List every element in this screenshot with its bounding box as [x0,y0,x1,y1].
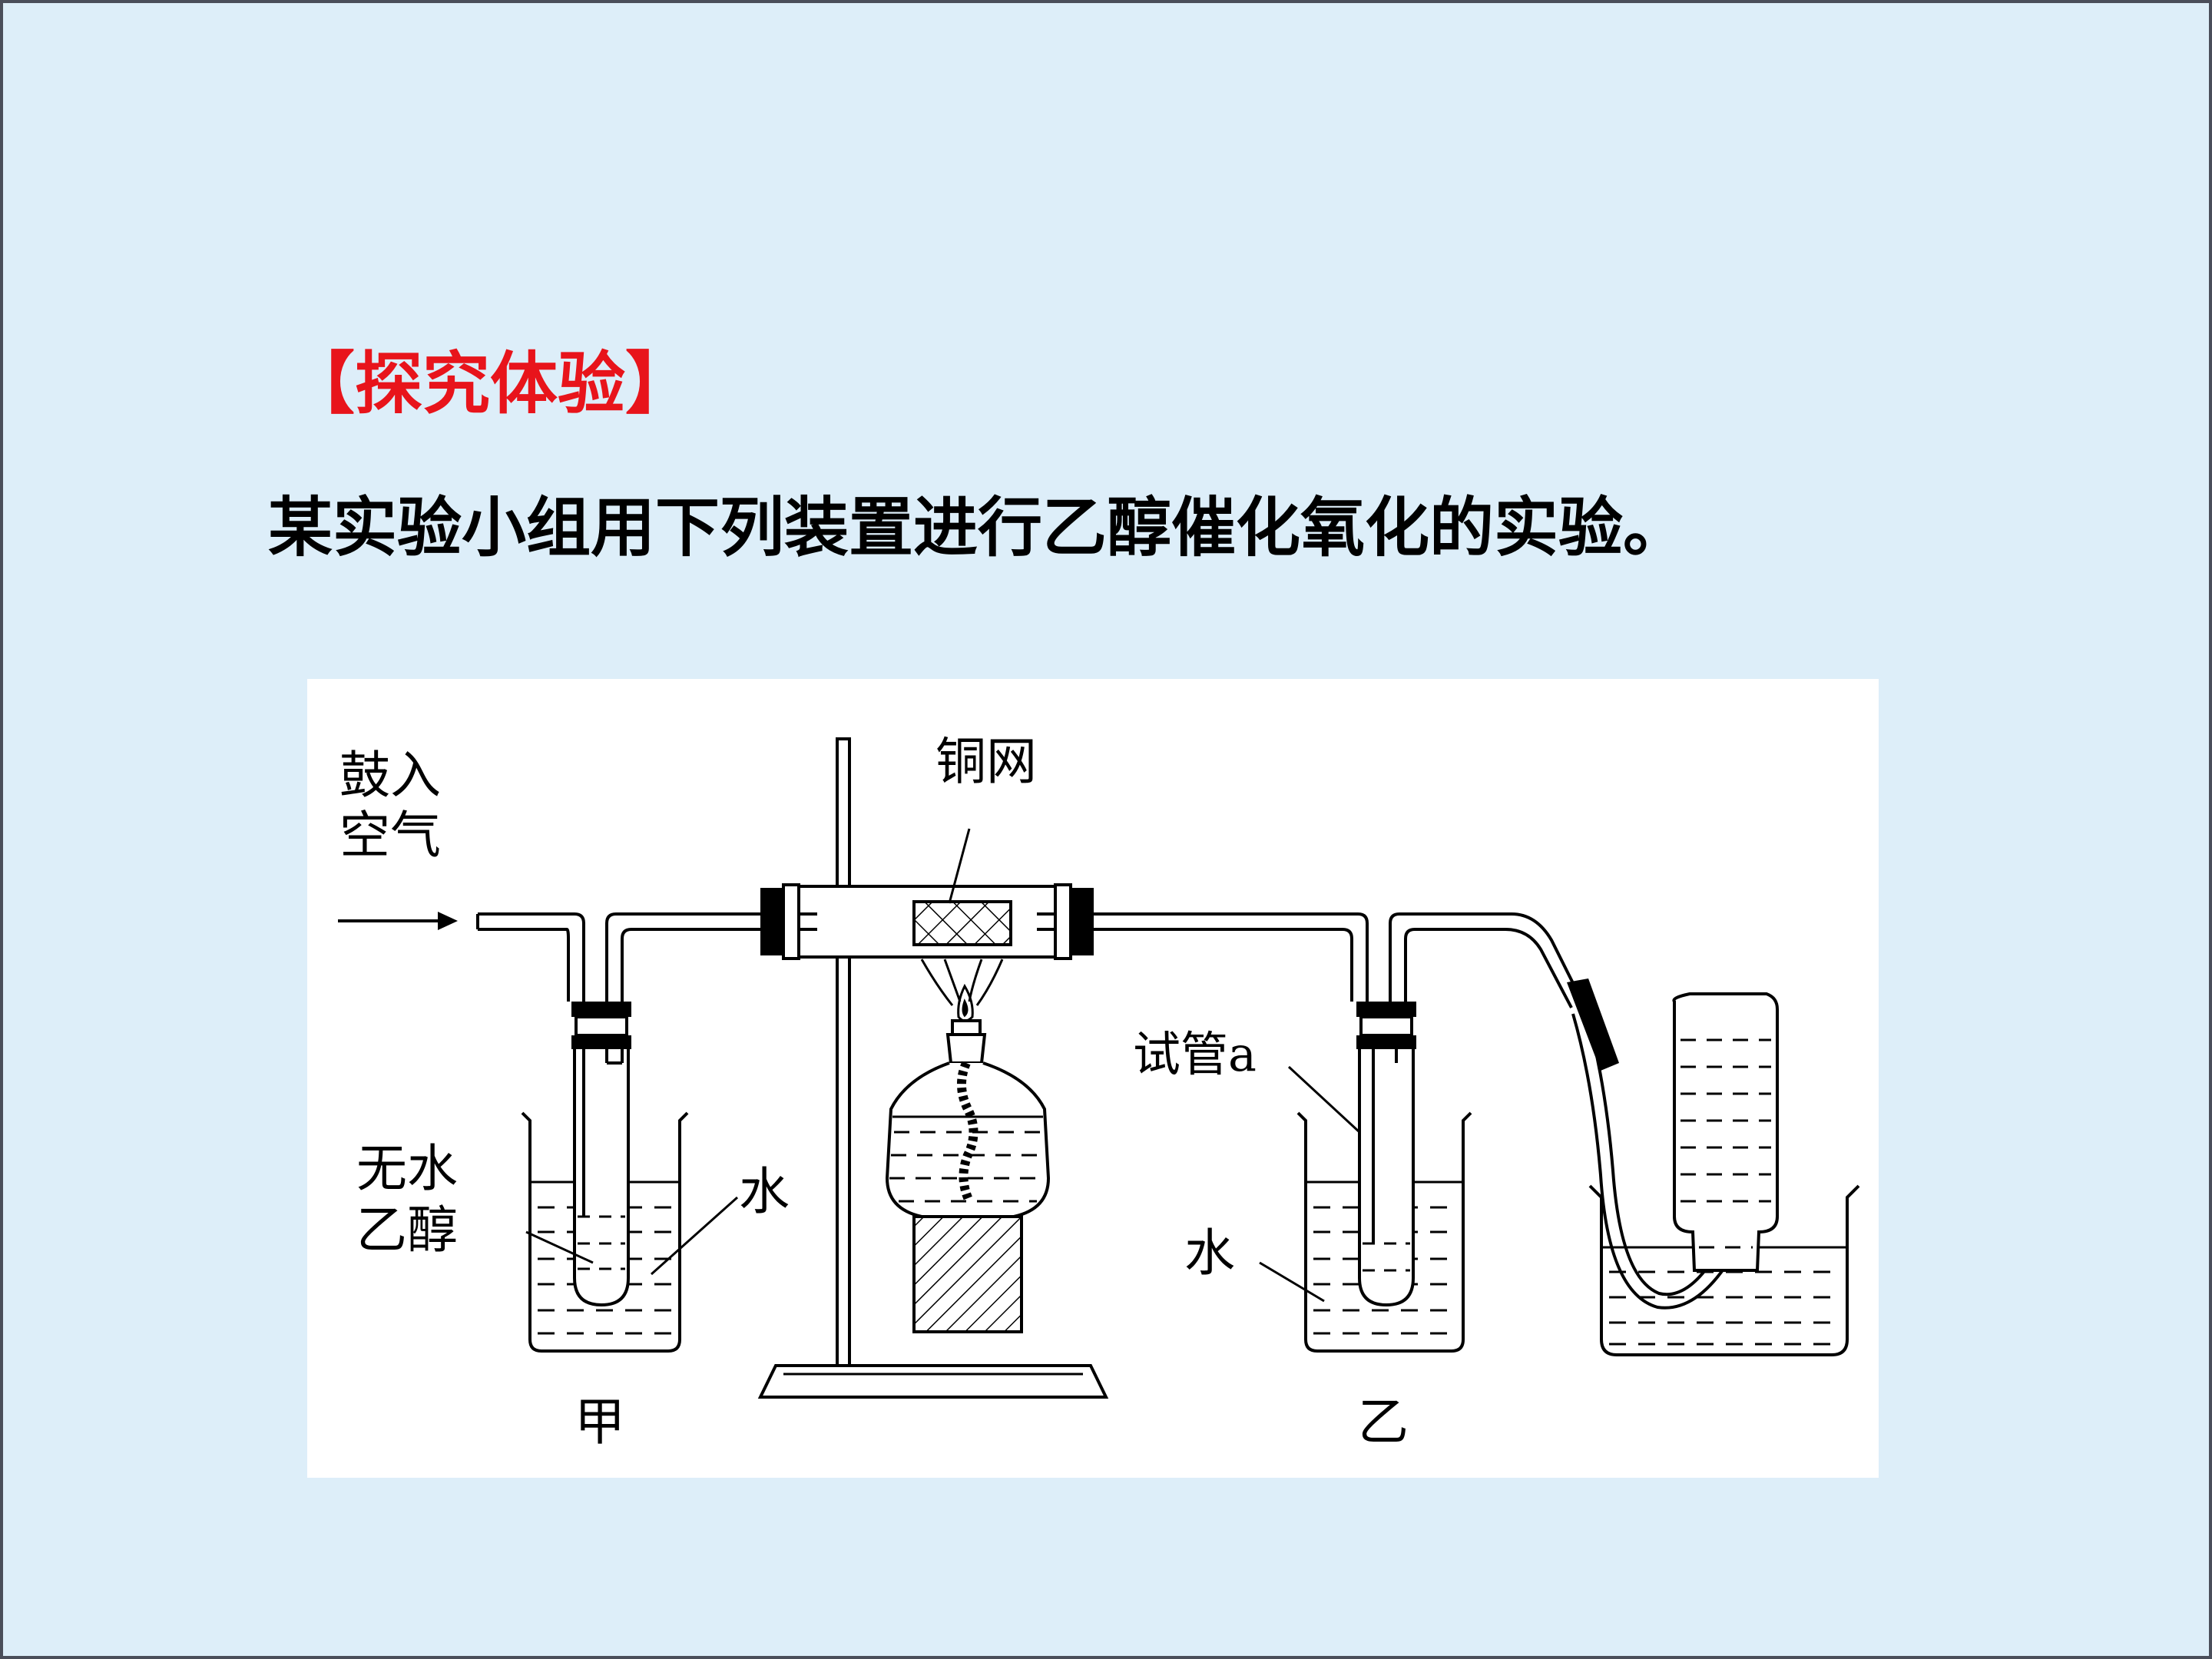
label-jia: 甲 [575,1392,625,1452]
label-water-yi: 水 [1184,1224,1235,1283]
collection-bottle [1672,992,1779,1272]
label-copper-mesh: 铜网 [935,732,1037,791]
flame [920,959,1004,1022]
apparatus-svg: 鼓入 空气 铜网 试管a 无水 乙醇 水 水 甲 乙 [338,732,1860,1452]
label-blow-air-1: 鼓入 [339,746,441,805]
label-test-tube-a: 试管a [1133,1026,1257,1082]
test-tube-jia [571,1002,631,1307]
label-anhydrous-2: 乙醇 [356,1200,458,1260]
test-tube-a [1356,1002,1416,1307]
air-arrow [338,912,458,930]
label-blow-air-2: 空气 [339,806,441,865]
intro-text: 某实验小组用下列装置进行乙醇催化氧化的实验。 [268,489,1688,565]
copper-mesh [912,828,1012,946]
label-anhydrous-1: 无水 [356,1139,458,1198]
apparatus-diagram: 鼓入 空气 铜网 试管a 无水 乙醇 水 水 甲 乙 [307,679,1879,1478]
rubber-hose [1567,979,1619,1071]
connector-tube-2 [1094,912,1369,1002]
inlet-tube [476,912,585,1002]
outlet-tube [1389,912,1734,1310]
label-water-jia: 水 [739,1162,790,1221]
leader-lines [525,1065,1361,1303]
connector-tube-1 [605,912,760,1002]
section-heading: 【探究体验】 [287,343,694,423]
label-yi: 乙 [1358,1392,1409,1452]
alcohol-lamp [885,1019,1051,1333]
